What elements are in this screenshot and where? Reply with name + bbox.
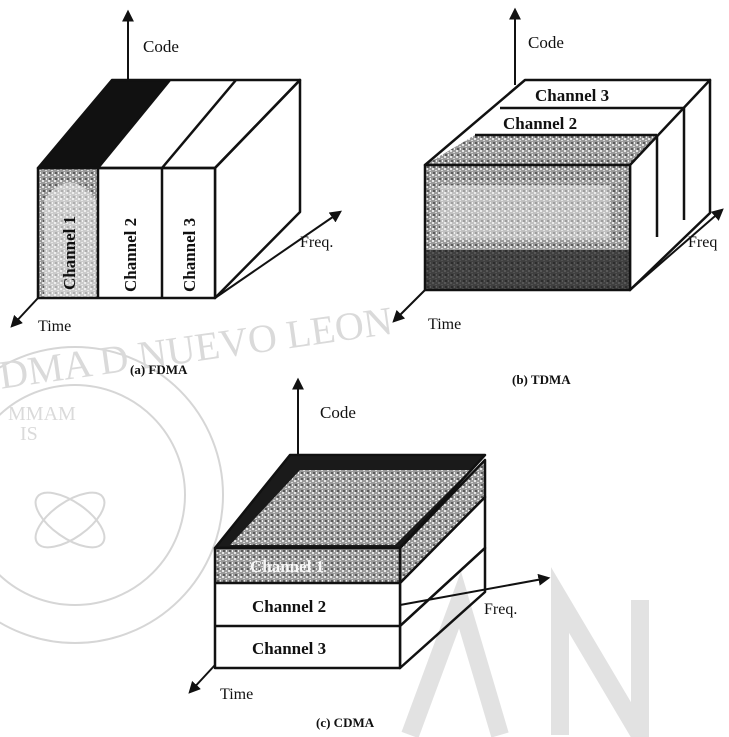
cdma-code-label: Code [320,403,356,422]
cdma-channel-1-slab [215,548,400,583]
tdma-time-axis [392,289,426,323]
tdma-diagram: Code Freq Time Channel 3 Channel 2 (b) T… [392,7,724,387]
tdma-caption: (b) TDMA [512,372,571,387]
fdma-time-axis [10,297,39,328]
cdma-freq-axis [399,573,551,606]
tdma-freq-label: Freq [688,234,717,251]
tdma-channel-1-top [425,135,657,165]
tdma-code-label: Code [528,33,564,52]
fdma-top-slice-1 [38,80,170,168]
cdma-channel-1-label: Channel 1 [250,557,324,576]
fdma-freq-label: Freq. [300,234,333,251]
cdma-top-inner [230,470,470,545]
cdma-channel-3-slab [215,626,400,668]
fdma-top-slice-3 [162,80,300,168]
tdma-time-label: Time [428,316,461,333]
fdma-top-slice-2 [98,80,236,168]
cdma-time-label: Time [220,686,253,703]
tdma-channel-3-label: Channel 3 [535,86,609,105]
watermark-seal-text-2: IS [20,423,38,445]
tdma-channel-3-slab [500,80,710,108]
cdma-time-axis [188,664,216,694]
fdma-caption: (a) FDMA [130,362,188,377]
watermark-arc-text: DMA D NUEVO LEON [0,298,395,398]
tdma-channel-2-label: Channel 2 [503,114,577,133]
fdma-channel-2-label: Channel 2 [121,218,140,292]
cdma-channel-2-slab [215,583,400,626]
cdma-channel-3-label: Channel 3 [252,639,326,658]
fdma-time-label: Time [38,318,71,335]
cdma-diagram: Code Freq. Time Channel 1 Channel 2 Chan… [188,377,551,730]
cdma-caption: (c) CDMA [316,715,375,730]
fdma-channel-3-label: Channel 3 [180,218,199,292]
watermark-seal-text-1: MMAM [8,403,76,425]
cdma-freq-label: Freq. [484,601,517,618]
fdma-freq-axis [214,210,342,299]
cdma-channel-2-label: Channel 2 [252,597,326,616]
fdma-diagram: Code Freq. Time Channel 1 Channel 2 Chan… [10,9,342,377]
fdma-channel-1-label: Channel 1 [60,216,79,290]
tdma-channel-2-slab [475,108,684,135]
fdma-code-label: Code [143,37,179,56]
